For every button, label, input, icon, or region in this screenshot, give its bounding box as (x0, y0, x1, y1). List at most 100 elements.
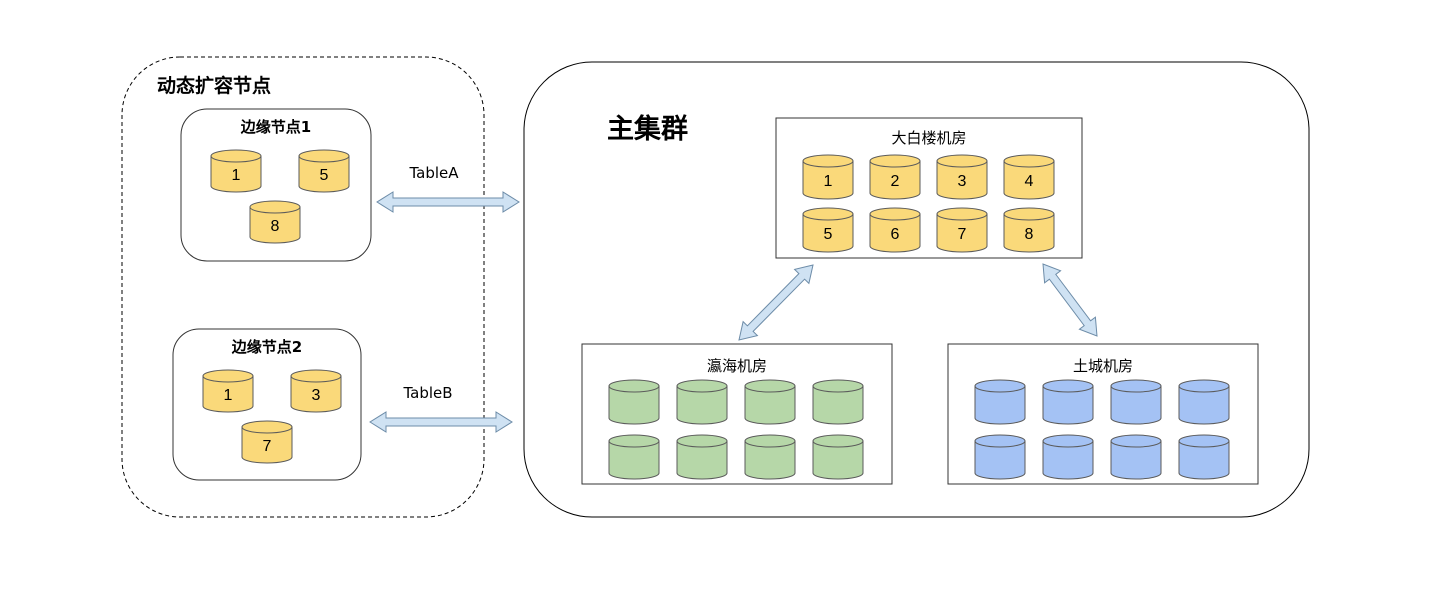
edge-node-1-db-2-top (298, 149, 350, 163)
edge-node-1-db-1-label: 1 (232, 167, 241, 184)
room-yinghai-db-1 (608, 379, 660, 425)
edge-node-2-db-2-body (290, 376, 342, 413)
room-dabailou-db-5-top (802, 207, 854, 221)
dynamic-group-border (121, 56, 485, 518)
room-tucheng-db-5 (974, 434, 1026, 480)
edge-node-2-db-3-label: 7 (263, 438, 272, 455)
room-dabailou-db-7-body (936, 214, 988, 253)
room-dabailou-db-6-label: 6 (891, 226, 900, 243)
room-dabailou-db-4: 4 (1003, 154, 1055, 200)
edge-node-1-title: 边缘节点1 (240, 118, 311, 136)
room-yinghai-db-5 (608, 434, 660, 480)
room-yinghai-db-6-body (676, 441, 728, 480)
room-dabailou-db-4-label: 4 (1025, 173, 1034, 190)
room-yinghai-db-3-top (744, 379, 796, 393)
room-tucheng-db-3-body (1110, 386, 1162, 425)
room-dabailou-db-3-body (936, 161, 988, 200)
room-tucheng-db-4-top (1178, 379, 1230, 393)
room-yinghai-db-7 (744, 434, 796, 480)
room-tucheng-db-2 (1042, 379, 1094, 425)
room-yinghai-db-3 (744, 379, 796, 425)
edge-node-2-db-1-body (202, 376, 254, 413)
arrows-layer (369, 191, 1098, 433)
room-tucheng-db-7 (1110, 434, 1162, 480)
link-label-tableb: TableB (402, 384, 452, 402)
tablea-double-arrow (376, 191, 520, 213)
room-dabailou-db-4-body (1003, 161, 1055, 200)
room-yinghai-db-8-top (812, 434, 864, 448)
room-yinghai-db-1-body (608, 386, 660, 425)
edge-node-1-db-2: 5 (298, 149, 350, 193)
room-tucheng-db-2-body (1042, 386, 1094, 425)
edge-node-1-db-1-body (210, 156, 262, 193)
room-dabailou-db-8-top (1003, 207, 1055, 221)
room-tucheng-db-3-top (1110, 379, 1162, 393)
room-yinghai-title: 瀛海机房 (707, 357, 767, 375)
dabailou-yinghai-double-arrow (738, 264, 814, 341)
room-dabailou-db-7-top (936, 207, 988, 221)
room-tucheng-db-5-body (974, 441, 1026, 480)
edge-node-2-db-1-label: 1 (224, 387, 233, 404)
room-dabailou-db-1: 1 (802, 154, 854, 200)
edge-node-1-db-3-label: 8 (271, 218, 280, 235)
room-tucheng-db-8-body (1178, 441, 1230, 480)
edge-node-1-db-1-top (210, 149, 262, 163)
room-dabailou-db-2: 2 (869, 154, 921, 200)
room-dabailou-db-1-label: 1 (824, 173, 833, 190)
room-yinghai-db-4 (812, 379, 864, 425)
room-yinghai-db-6-top (676, 434, 728, 448)
room-dabailou-db-2-body (869, 161, 921, 200)
room-yinghai-db-6 (676, 434, 728, 480)
room-tucheng-db-1-top (974, 379, 1026, 393)
room-yinghai-db-3-body (744, 386, 796, 425)
room-tucheng-db-5-top (974, 434, 1026, 448)
edge-node-2-db-3: 7 (241, 420, 293, 464)
room-dabailou-db-6-top (869, 207, 921, 221)
edge-node-1-db-1: 1 (210, 149, 262, 193)
room-tucheng-db-2-top (1042, 379, 1094, 393)
room-dabailou-db-5: 5 (802, 207, 854, 253)
room-yinghai-db-2 (676, 379, 728, 425)
room-dabailou-db-3: 3 (936, 154, 988, 200)
edge-node-1-box (180, 108, 372, 262)
room-dabailou-db-1-top (802, 154, 854, 168)
room-dabailou-db-3-label: 3 (958, 173, 967, 190)
room-dabailou-db-5-body (802, 214, 854, 253)
room-dabailou-db-6: 6 (869, 207, 921, 253)
room-tucheng-db-6 (1042, 434, 1094, 480)
tableb-double-arrow (369, 411, 513, 433)
room-yinghai-db-7-top (744, 434, 796, 448)
edge-node-1-db-3-body (249, 207, 301, 244)
dabailou-tucheng-double-arrow (1042, 263, 1098, 337)
room-tucheng-db-1-body (974, 386, 1026, 425)
room-dabailou-db-8: 8 (1003, 207, 1055, 253)
room-dabailou-db-7: 7 (936, 207, 988, 253)
room-dabailou-db-8-body (1003, 214, 1055, 253)
link-label-tablea: TableA (408, 164, 459, 182)
room-tucheng-db-8 (1178, 434, 1230, 480)
edge-node-2-db-3-top (241, 420, 293, 434)
room-tucheng-db-6-body (1042, 441, 1094, 480)
edge-node-1-db-2-body (298, 156, 350, 193)
room-tucheng-db-4-body (1178, 386, 1230, 425)
room-dabailou-db-4-top (1003, 154, 1055, 168)
room-dabailou-db-7-label: 7 (958, 226, 967, 243)
room-dabailou-title: 大白楼机房 (891, 129, 966, 147)
edge-node-2-db-1: 1 (202, 369, 254, 413)
main-cluster-title: 主集群 (607, 113, 688, 145)
room-tucheng-db-1 (974, 379, 1026, 425)
room-yinghai-db-8-body (812, 441, 864, 480)
room-dabailou-db-3-top (936, 154, 988, 168)
room-yinghai-db-8 (812, 434, 864, 480)
room-dabailou-db-2-label: 2 (891, 173, 900, 190)
room-dabailou-db-6-body (869, 214, 921, 253)
room-tucheng-db-8-top (1178, 434, 1230, 448)
room-dabailou-db-8-label: 8 (1025, 226, 1034, 243)
room-yinghai-db-4-body (812, 386, 864, 425)
room-yinghai-db-1-top (608, 379, 660, 393)
edge-node-2-box (172, 328, 362, 481)
dynamic-group-title: 动态扩容节点 (157, 74, 271, 97)
edge-node-1-db-2-label: 5 (320, 167, 329, 184)
room-yinghai-db-5-top (608, 434, 660, 448)
